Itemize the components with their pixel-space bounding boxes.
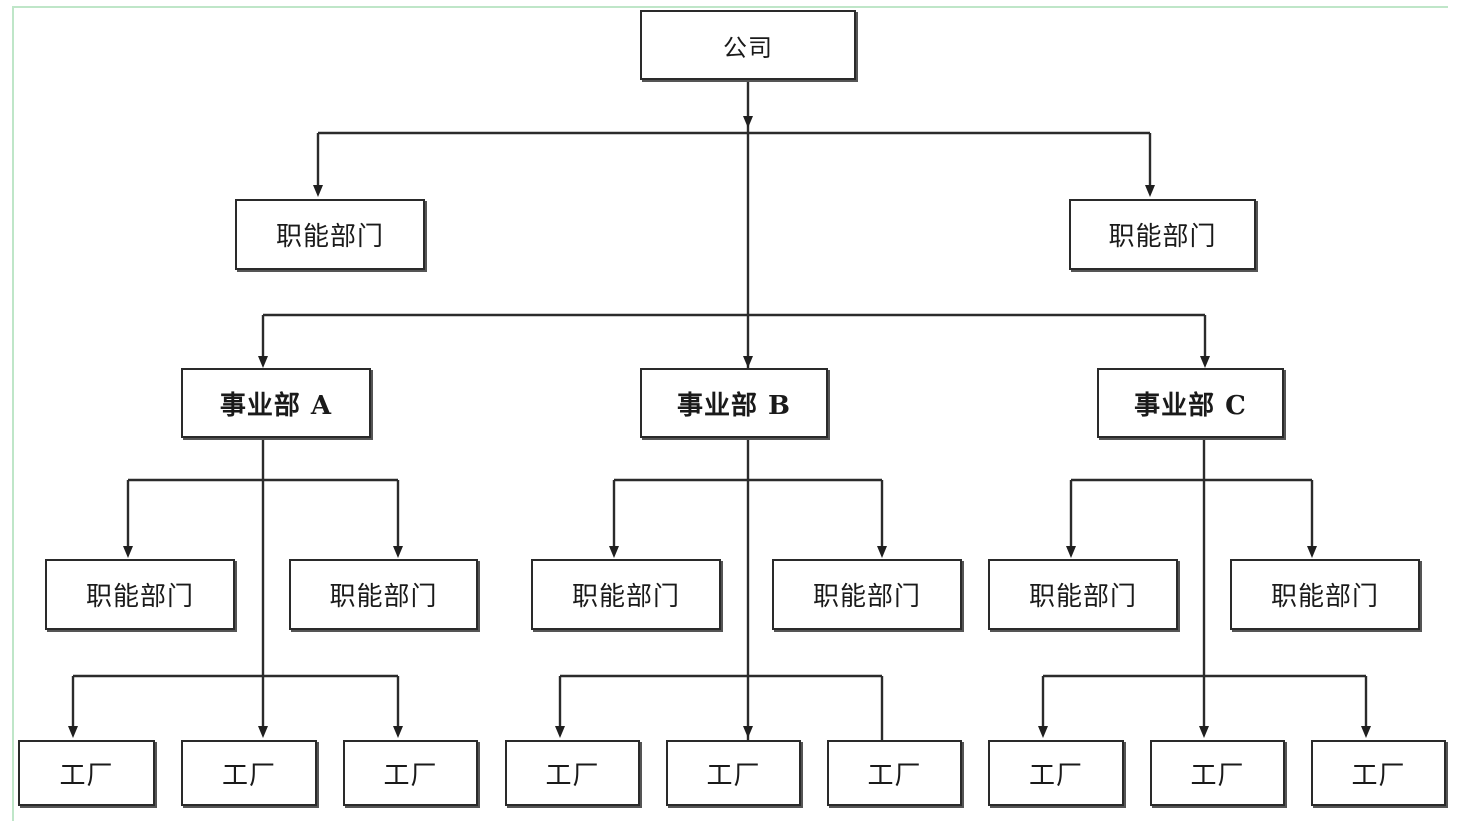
node-label: 工厂	[1351, 760, 1406, 791]
node-company: 公司	[640, 10, 856, 80]
node-hq-functional-right: 职能部门	[1069, 199, 1256, 270]
node-label: 职能部门	[85, 582, 194, 612]
node-label: 工厂	[1028, 760, 1083, 791]
node-label: 工厂	[545, 760, 600, 791]
node-c-factory-2: 工厂	[1150, 740, 1285, 806]
node-label: 职能部门	[1108, 222, 1217, 252]
arrowhead	[1361, 726, 1371, 738]
arrowhead	[393, 726, 403, 738]
node-hq-functional-left: 职能部门	[235, 199, 425, 270]
node-c-factory-1: 工厂	[988, 740, 1124, 806]
node-label: 职能部门	[571, 582, 680, 612]
node-a-functional-1: 职能部门	[45, 559, 235, 630]
arrowhead	[1066, 546, 1076, 558]
arrowhead	[877, 546, 887, 558]
arrowhead	[609, 546, 619, 558]
node-label: 职能部门	[275, 222, 384, 252]
frame-border-top	[12, 6, 1448, 8]
node-a-factory-3: 工厂	[343, 740, 478, 806]
node-division-b: 事业部 B	[640, 368, 828, 438]
node-label: 工厂	[221, 760, 276, 791]
frame-border-left	[12, 6, 14, 821]
node-label: 职能部门	[329, 582, 438, 612]
node-division-a: 事业部 A	[181, 368, 371, 438]
arrowhead	[258, 726, 268, 738]
node-label: 职能部门	[1270, 582, 1379, 612]
node-label: 职能部门	[1028, 582, 1137, 612]
node-c-functional-1: 职能部门	[988, 559, 1178, 630]
arrowhead	[123, 546, 133, 558]
node-label: 工厂	[59, 760, 114, 791]
arrowhead	[1200, 356, 1210, 368]
node-a-factory-2: 工厂	[181, 740, 317, 806]
node-label: 职能部门	[812, 582, 921, 612]
node-label: 工厂	[1190, 760, 1245, 791]
node-b-functional-2: 职能部门	[772, 559, 962, 630]
node-c-factory-3: 工厂	[1311, 740, 1446, 806]
node-a-functional-2: 职能部门	[289, 559, 478, 630]
node-label: 工厂	[867, 760, 922, 791]
arrowhead	[1199, 726, 1209, 738]
node-label: 事业部 A	[219, 390, 333, 421]
node-a-factory-1: 工厂	[18, 740, 155, 806]
arrowhead	[743, 356, 753, 368]
arrowhead	[258, 356, 268, 368]
arrowhead	[313, 185, 323, 197]
node-b-factory-3: 工厂	[827, 740, 962, 806]
node-label: 工厂	[706, 760, 761, 791]
arrowhead	[393, 546, 403, 558]
arrowhead	[743, 116, 753, 128]
node-label: 事业部 C	[1134, 390, 1247, 421]
arrowhead	[555, 726, 565, 738]
node-division-c: 事业部 C	[1097, 368, 1284, 438]
arrowhead	[743, 726, 753, 738]
arrowhead	[1038, 726, 1048, 738]
node-label: 工厂	[383, 760, 438, 791]
node-c-functional-2: 职能部门	[1230, 559, 1420, 630]
arrowhead	[1307, 546, 1317, 558]
node-b-functional-1: 职能部门	[531, 559, 721, 630]
node-b-factory-2: 工厂	[666, 740, 801, 806]
arrowhead	[1145, 185, 1155, 197]
arrowhead	[68, 726, 78, 738]
node-b-factory-1: 工厂	[505, 740, 640, 806]
node-label: 事业部 B	[676, 390, 792, 421]
node-label: 公司	[723, 33, 773, 62]
